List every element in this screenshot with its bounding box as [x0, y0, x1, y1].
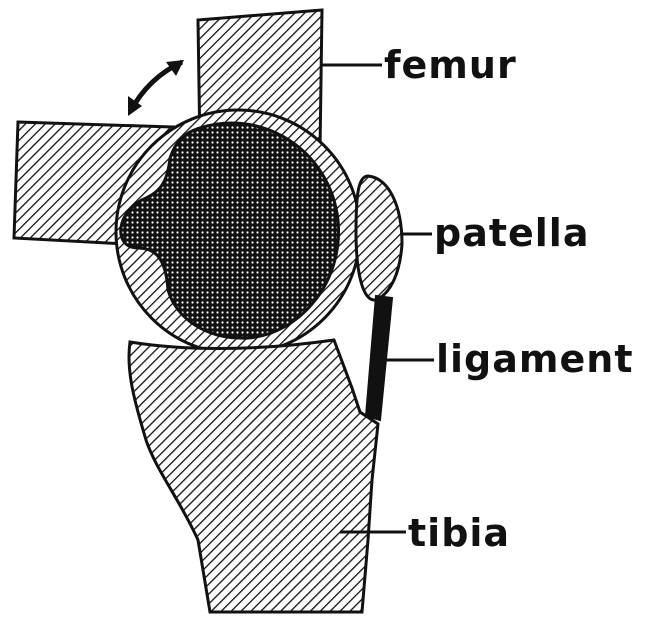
patella-label: patella — [434, 211, 589, 255]
ligament-label: ligament — [436, 337, 633, 381]
tibia-label: tibia — [408, 511, 510, 555]
femur-label: femur — [384, 43, 517, 87]
tibia — [129, 340, 378, 612]
ligament — [366, 296, 392, 420]
patella — [356, 176, 402, 300]
